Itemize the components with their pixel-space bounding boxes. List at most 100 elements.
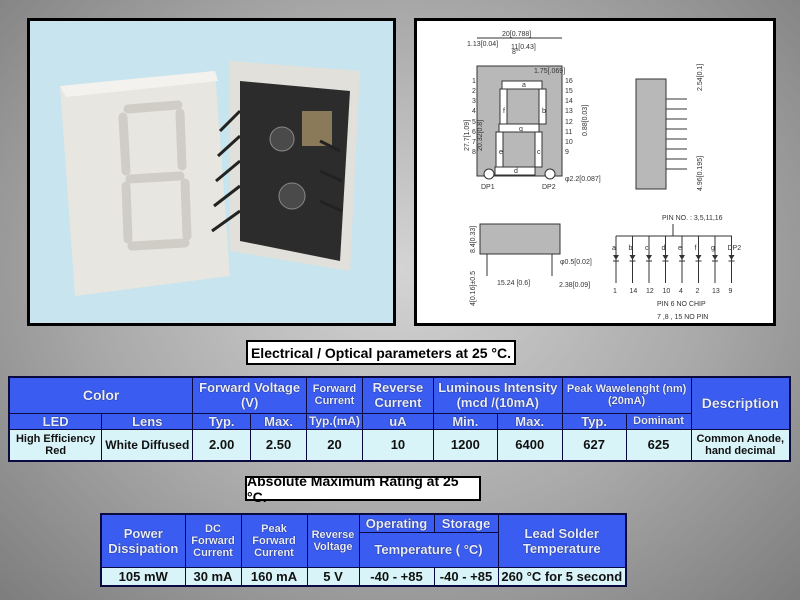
svg-text:4.96[0.195]: 4.96[0.195] bbox=[697, 156, 704, 191]
svg-text:15: 15 bbox=[565, 88, 573, 95]
svg-text:8.4[0.33]: 8.4[0.33] bbox=[470, 226, 477, 253]
display-back bbox=[211, 61, 360, 271]
absolute-maximum-table: Power Dissipation DC Forward Current Pea… bbox=[100, 513, 627, 587]
dimension-drawing: 20[0.788] 11[0.43] 1.13[0.04] 1.75[.069]… bbox=[414, 18, 776, 326]
side-view: 2.54[0.1] 4.96[0.195] bbox=[635, 64, 704, 191]
diode-pin: 9 bbox=[729, 288, 733, 295]
diode-pin: 4 bbox=[679, 288, 683, 295]
sub-max: Max. bbox=[250, 412, 308, 430]
diode-pin: 12 bbox=[646, 288, 654, 295]
svg-text:2.54[0.1]: 2.54[0.1] bbox=[697, 64, 704, 91]
diode-pin: 1 bbox=[613, 288, 617, 295]
svg-text:0.88[0.03]: 0.88[0.03] bbox=[582, 105, 589, 136]
svg-text:12: 12 bbox=[565, 119, 573, 126]
svg-text:PIN NO. : 3,5,11,16: PIN NO. : 3,5,11,16 bbox=[662, 215, 723, 222]
diode: f2 bbox=[695, 236, 702, 295]
col-lead-solder: Lead Solder Temperature bbox=[497, 513, 627, 568]
col-forward-voltage: Forward Voltage (V) bbox=[192, 376, 308, 414]
col-luminous-intensity: Luminous Intensity (mcd /(10mA) bbox=[432, 376, 563, 414]
diode-label: b bbox=[629, 245, 633, 252]
diode-label: DP2 bbox=[728, 245, 742, 252]
svg-text:7 ,8 , 15 NO PIN: 7 ,8 , 15 NO PIN bbox=[657, 314, 708, 321]
svg-text:20.32[0.8]: 20.32[0.8] bbox=[477, 120, 484, 151]
col-forward-current: Forward Current bbox=[306, 376, 363, 414]
svg-text:d: d bbox=[514, 168, 518, 175]
svg-text:φ2.2[0.087]: φ2.2[0.087] bbox=[565, 176, 601, 183]
col-temperature: Temperature ( °C) bbox=[358, 531, 499, 568]
product-photo bbox=[27, 18, 396, 326]
svg-text:1: 1 bbox=[472, 78, 476, 85]
svg-text:15.24 [0.6]: 15.24 [0.6] bbox=[497, 280, 530, 287]
svg-text:8°: 8° bbox=[512, 48, 519, 56]
table-row: 105 mW 30 mA 160 mA 5 V -40 - +85 -40 - … bbox=[100, 566, 627, 587]
display-front bbox=[60, 71, 230, 296]
svg-text:4[0.16]±0.5: 4[0.16]±0.5 bbox=[470, 271, 477, 306]
svg-text:11[0.43]: 11[0.43] bbox=[511, 44, 536, 51]
svg-text:4: 4 bbox=[472, 108, 476, 115]
electrical-optical-table: Color Forward Voltage (V) Forward Curren… bbox=[8, 376, 791, 462]
sub-typ-ma: Typ.(mA) bbox=[306, 412, 363, 430]
diode-pin: 13 bbox=[712, 288, 720, 295]
svg-text:f: f bbox=[503, 108, 505, 115]
svg-text:3: 3 bbox=[472, 98, 476, 105]
diode-label: g bbox=[711, 245, 715, 252]
col-peak-wavelength: Peak Wawelenght (nm) (20mA) bbox=[561, 376, 692, 414]
sub-typ-wl: Typ. bbox=[561, 412, 627, 430]
svg-text:φ0.5[0.02]: φ0.5[0.02] bbox=[560, 259, 592, 266]
svg-text:11: 11 bbox=[565, 129, 572, 136]
sub-led: LED bbox=[8, 412, 103, 430]
diode-label: e bbox=[678, 245, 682, 252]
col-description: Description bbox=[690, 376, 791, 430]
diode: DP2 9 bbox=[728, 236, 742, 295]
diode-label: d bbox=[662, 245, 666, 252]
svg-text:16: 16 bbox=[565, 78, 573, 85]
col-dc-forward: DC Forward Current bbox=[184, 513, 242, 568]
svg-text:g: g bbox=[519, 126, 523, 133]
svg-text:20[0.788]: 20[0.788] bbox=[502, 31, 531, 38]
svg-text:9: 9 bbox=[565, 149, 569, 156]
svg-text:2.38[0.09]: 2.38[0.09] bbox=[559, 282, 590, 289]
svg-text:5: 5 bbox=[472, 119, 476, 126]
diode: g 13 bbox=[711, 236, 720, 295]
svg-text:1.75[.069]: 1.75[.069] bbox=[534, 68, 565, 75]
svg-text:c: c bbox=[537, 149, 541, 156]
front-view: 20[0.788] 11[0.43] 1.13[0.04] 1.75[.069]… bbox=[464, 31, 601, 191]
sub-min: Min. bbox=[432, 412, 498, 430]
table-row: High Efficiency Red White Diffused 2.00 … bbox=[8, 428, 791, 462]
diode: a1 bbox=[612, 236, 619, 295]
svg-text:27.7[1.09]: 27.7[1.09] bbox=[464, 120, 471, 151]
col-reverse-voltage: Reverse Voltage bbox=[306, 513, 360, 568]
sub-max-lum: Max. bbox=[496, 412, 563, 430]
svg-text:10: 10 bbox=[565, 139, 573, 146]
svg-text:1.13[0.04]: 1.13[0.04] bbox=[467, 41, 498, 48]
svg-text:e: e bbox=[499, 149, 503, 156]
electrical-section-title: Electrical / Optical parameters at 25 °C… bbox=[246, 340, 516, 365]
svg-text:2: 2 bbox=[472, 88, 476, 95]
sub-ua: uA bbox=[361, 412, 434, 430]
svg-text:PIN 6 NO CHIP: PIN 6 NO CHIP bbox=[657, 301, 706, 308]
diode: d 10 bbox=[662, 236, 671, 295]
diode-pin: 14 bbox=[630, 288, 638, 295]
col-reverse-current: Reverse Current bbox=[361, 376, 434, 414]
diode-label: f bbox=[695, 245, 697, 252]
sub-lens: Lens bbox=[101, 412, 194, 430]
sub-dominant: Dominant bbox=[625, 412, 692, 430]
diode-label: c bbox=[645, 245, 649, 252]
diode: b 14 bbox=[629, 236, 638, 295]
circuit-diagram: PIN NO. : 3,5,11,16 a1b14c12d10e4f2g13DP… bbox=[612, 215, 741, 321]
svg-text:6: 6 bbox=[472, 129, 476, 136]
absolute-max-section-title: Absolute Maximum Rating at 25 °C. bbox=[245, 473, 481, 505]
diode-pin: 10 bbox=[663, 288, 671, 295]
bottom-view: 8.4[0.33] 4[0.16]±0.5 φ0.5[0.02] 15.24 [… bbox=[470, 223, 592, 306]
sub-typ: Typ. bbox=[192, 412, 252, 430]
svg-text:7: 7 bbox=[472, 139, 476, 146]
col-operating: Operating bbox=[358, 513, 435, 533]
svg-text:DP1: DP1 bbox=[481, 184, 495, 191]
diode-label: a bbox=[612, 245, 616, 252]
diode: e4 bbox=[678, 236, 685, 295]
col-color: Color bbox=[8, 376, 194, 414]
col-peak-forward: Peak Forward Current bbox=[240, 513, 308, 568]
svg-text:a: a bbox=[522, 82, 526, 89]
svg-text:b: b bbox=[542, 108, 546, 115]
col-power: Power Dissipation bbox=[100, 513, 186, 568]
